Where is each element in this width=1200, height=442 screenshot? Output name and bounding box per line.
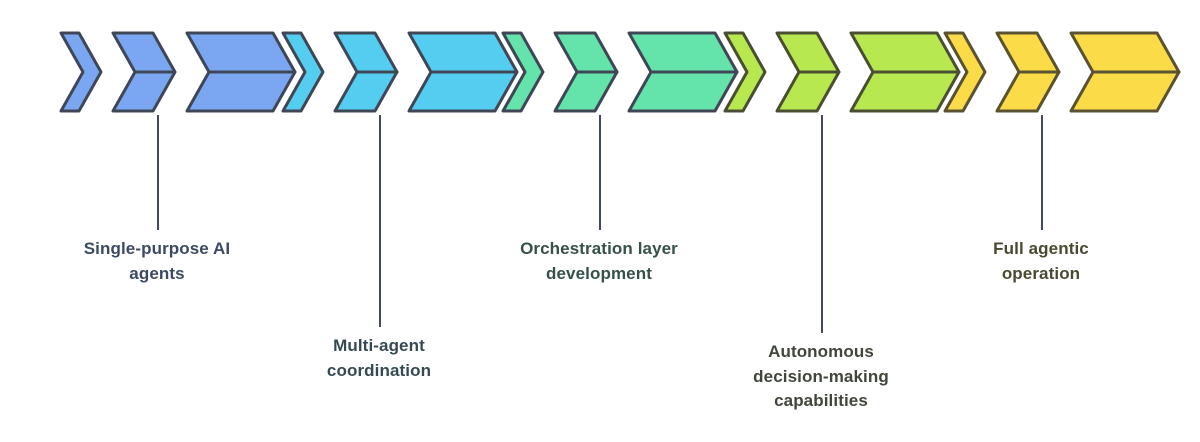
stage-label: Orchestration layer development [520,239,678,283]
chevron-shape [775,31,841,113]
chevron-shape [995,31,1061,113]
chevron-shape [553,31,619,113]
connector-line [599,115,601,230]
chevron-shape [59,31,103,113]
chevron-shape [1069,31,1181,113]
chevron-shape [281,31,325,113]
chevron-group [942,30,1182,113]
chevron-shape [501,31,545,113]
chevron-shape [407,31,519,113]
chevron-shape [111,31,177,113]
chevron-group [280,30,520,113]
stage-label: Full agentic operation [993,239,1089,283]
connector-line [821,115,823,333]
chevron-shape [185,31,297,113]
connector-line [157,115,159,230]
chevron-shape [627,31,739,113]
stage-label: Autonomous decision-making capabilities [753,342,889,411]
chevron-group [722,30,962,113]
chevron-shape [849,31,961,113]
chevron-group [58,30,298,113]
connector-line [1041,115,1043,230]
chevron-shape [943,31,987,113]
stage-label: Single-purpose AI agents [83,239,231,283]
chevron-shape [723,31,767,113]
stage-label: Multi-agent coordination [326,336,432,380]
chevron-group [500,30,740,113]
chevron-shape [333,31,399,113]
connector-line [379,115,381,327]
